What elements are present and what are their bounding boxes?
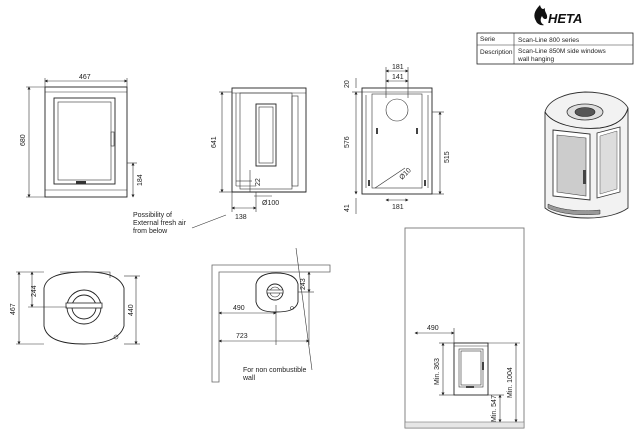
wall-note-line2: wall (242, 375, 256, 382)
installation-view: 490 Min. 363 Min. 547 Min. 1004 (404, 227, 525, 429)
back-height-right-dim: 515 (444, 151, 451, 163)
fresh-air-line2: External fresh air (133, 220, 187, 227)
front-width-dim: 467 (79, 74, 91, 81)
install-min-b-dim: Min. 547 (491, 395, 498, 422)
side-outlet-dim: 22 (255, 178, 262, 186)
back-top-width-dim: 181 (392, 64, 404, 71)
corner-dist-b-dim: 723 (236, 333, 248, 340)
corner-dist-a-dim: 490 (233, 305, 245, 312)
back-view: 181 141 20 576 41 515 181 Ø10 (344, 64, 451, 214)
top-view: 467 244 440 (10, 271, 140, 345)
wall-note: For non combustible wall (242, 367, 307, 382)
side-depth-dim: 138 (235, 214, 247, 221)
description-label: Description (480, 49, 513, 56)
back-bottom-width-dim: 181 (392, 204, 404, 211)
corner-offset-dim: 243 (300, 278, 307, 290)
back-inner-width-dim: 141 (392, 74, 404, 81)
corner-view: 490 723 243 (211, 247, 331, 383)
title-block: Serie Scan-Line 800 series Description S… (476, 32, 634, 65)
fresh-air-line1: Possibility of (133, 212, 172, 219)
serie-label: Serie (480, 36, 496, 43)
install-min-c-dim: Min. 1004 (507, 367, 514, 398)
front-view: 467 680 184 (20, 74, 144, 198)
flame-icon (534, 5, 548, 26)
side-view: 641 22 Ø100 138 (211, 87, 307, 221)
heta-logo: HETA (534, 5, 582, 26)
fresh-air-note: Possibility of External fresh air from b… (133, 212, 227, 235)
side-height-dim: 641 (211, 136, 218, 148)
description-value-line2: wall hanging (517, 56, 555, 63)
top-inner-depth-dim: 244 (31, 285, 38, 297)
install-min-a-dim: Min. 363 (434, 358, 441, 385)
front-right-height-dim: 184 (137, 174, 144, 186)
wall-note-line1: For non combustible (243, 367, 307, 374)
back-height-left-dim: 576 (344, 136, 351, 148)
front-height-dim: 680 (20, 134, 27, 146)
fresh-air-line3: from below (133, 228, 168, 235)
side-pipe-dim: Ø100 (262, 200, 279, 207)
install-dist-dim: 490 (427, 325, 439, 332)
back-hole-dim: Ø10 (398, 167, 412, 181)
serie-value: Scan-Line 800 series (518, 37, 580, 44)
brand-name: HETA (548, 11, 582, 26)
back-bottom-dim: 41 (344, 204, 351, 212)
top-depth-dim: 467 (10, 303, 17, 315)
description-value-line1: Scan-Line 850M side windows (518, 48, 607, 55)
stove-3d-view (544, 91, 629, 219)
back-top-offset-dim: 20 (344, 80, 351, 88)
top-right-depth-dim: 440 (128, 304, 135, 316)
